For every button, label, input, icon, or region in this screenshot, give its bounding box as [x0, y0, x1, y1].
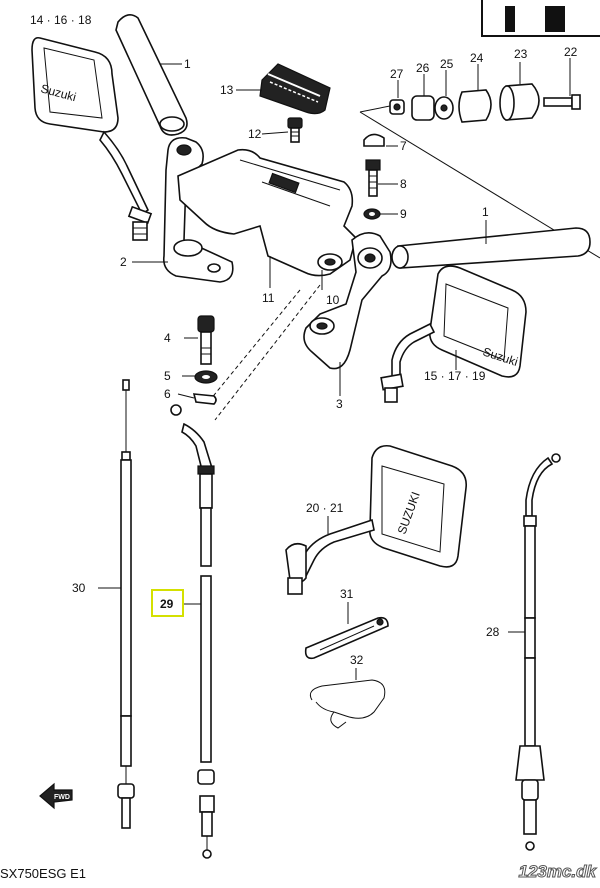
callout-20-21: 20 · 21	[306, 501, 344, 515]
callout-29: 29	[160, 597, 174, 611]
callout-27: 27	[390, 67, 404, 81]
callout-12: 12	[248, 127, 262, 141]
small-parts-7-8-9	[363, 133, 385, 220]
callout-1-right: 1	[482, 205, 489, 219]
model-code: SX750ESG E1	[0, 866, 86, 881]
callout-22: 22	[564, 45, 578, 59]
callout-4: 4	[164, 331, 171, 345]
callout-25: 25	[440, 57, 454, 71]
mirror-left: Suzuki	[31, 36, 153, 241]
clamp-11	[177, 148, 357, 277]
holder-31	[304, 616, 389, 660]
callout-30: 30	[72, 581, 86, 595]
bolt-12	[287, 117, 303, 143]
callout-3: 3	[336, 397, 343, 411]
handle-weight-13	[259, 63, 331, 115]
callout-7: 7	[400, 139, 407, 153]
handlebar-right	[391, 227, 591, 269]
callout-10: 10	[326, 293, 340, 307]
fwd-arrow-icon: FWD	[39, 782, 73, 810]
callout-8: 8	[400, 177, 407, 191]
mirror-right: Suzuki	[380, 265, 527, 403]
cable-30	[117, 379, 135, 829]
highlight-box-29	[151, 589, 184, 617]
cable-29	[170, 404, 215, 859]
callout-24: 24	[470, 51, 484, 65]
callout-5: 5	[164, 369, 171, 383]
fwd-label: FWD	[54, 794, 70, 801]
callout-1-top: 1	[184, 57, 191, 71]
callout-31: 31	[340, 587, 354, 601]
callout-15-17-19: 15 · 17 · 19	[424, 369, 486, 383]
leader-lines	[98, 58, 571, 680]
corner-frame	[481, 0, 600, 37]
callout-23: 23	[514, 47, 528, 61]
lever-holder-3	[303, 232, 392, 370]
cable-28	[515, 453, 561, 851]
bracket-2	[162, 136, 234, 283]
callout-26: 26	[416, 61, 430, 75]
callout-labels: 14 · 16 · 18 1 13 27 26 25 24 23 22 12 7…	[30, 13, 578, 667]
callout-9: 9	[400, 207, 407, 221]
spring-32	[309, 679, 386, 729]
mirror-lower: SUZUKI	[285, 444, 468, 595]
pin-nut-clip-4-5-6	[192, 315, 218, 405]
callout-32: 32	[350, 653, 364, 667]
callout-11: 11	[262, 291, 275, 305]
handlebar-left	[115, 14, 188, 136]
callout-28: 28	[486, 625, 500, 639]
callout-13: 13	[220, 83, 234, 97]
watermark: 123mc.dk	[518, 862, 596, 882]
callout-6: 6	[164, 387, 171, 401]
callout-14-16-18: 14 · 16 · 18	[30, 13, 92, 27]
callout-2: 2	[120, 255, 127, 269]
bar-end-parts	[389, 83, 581, 123]
